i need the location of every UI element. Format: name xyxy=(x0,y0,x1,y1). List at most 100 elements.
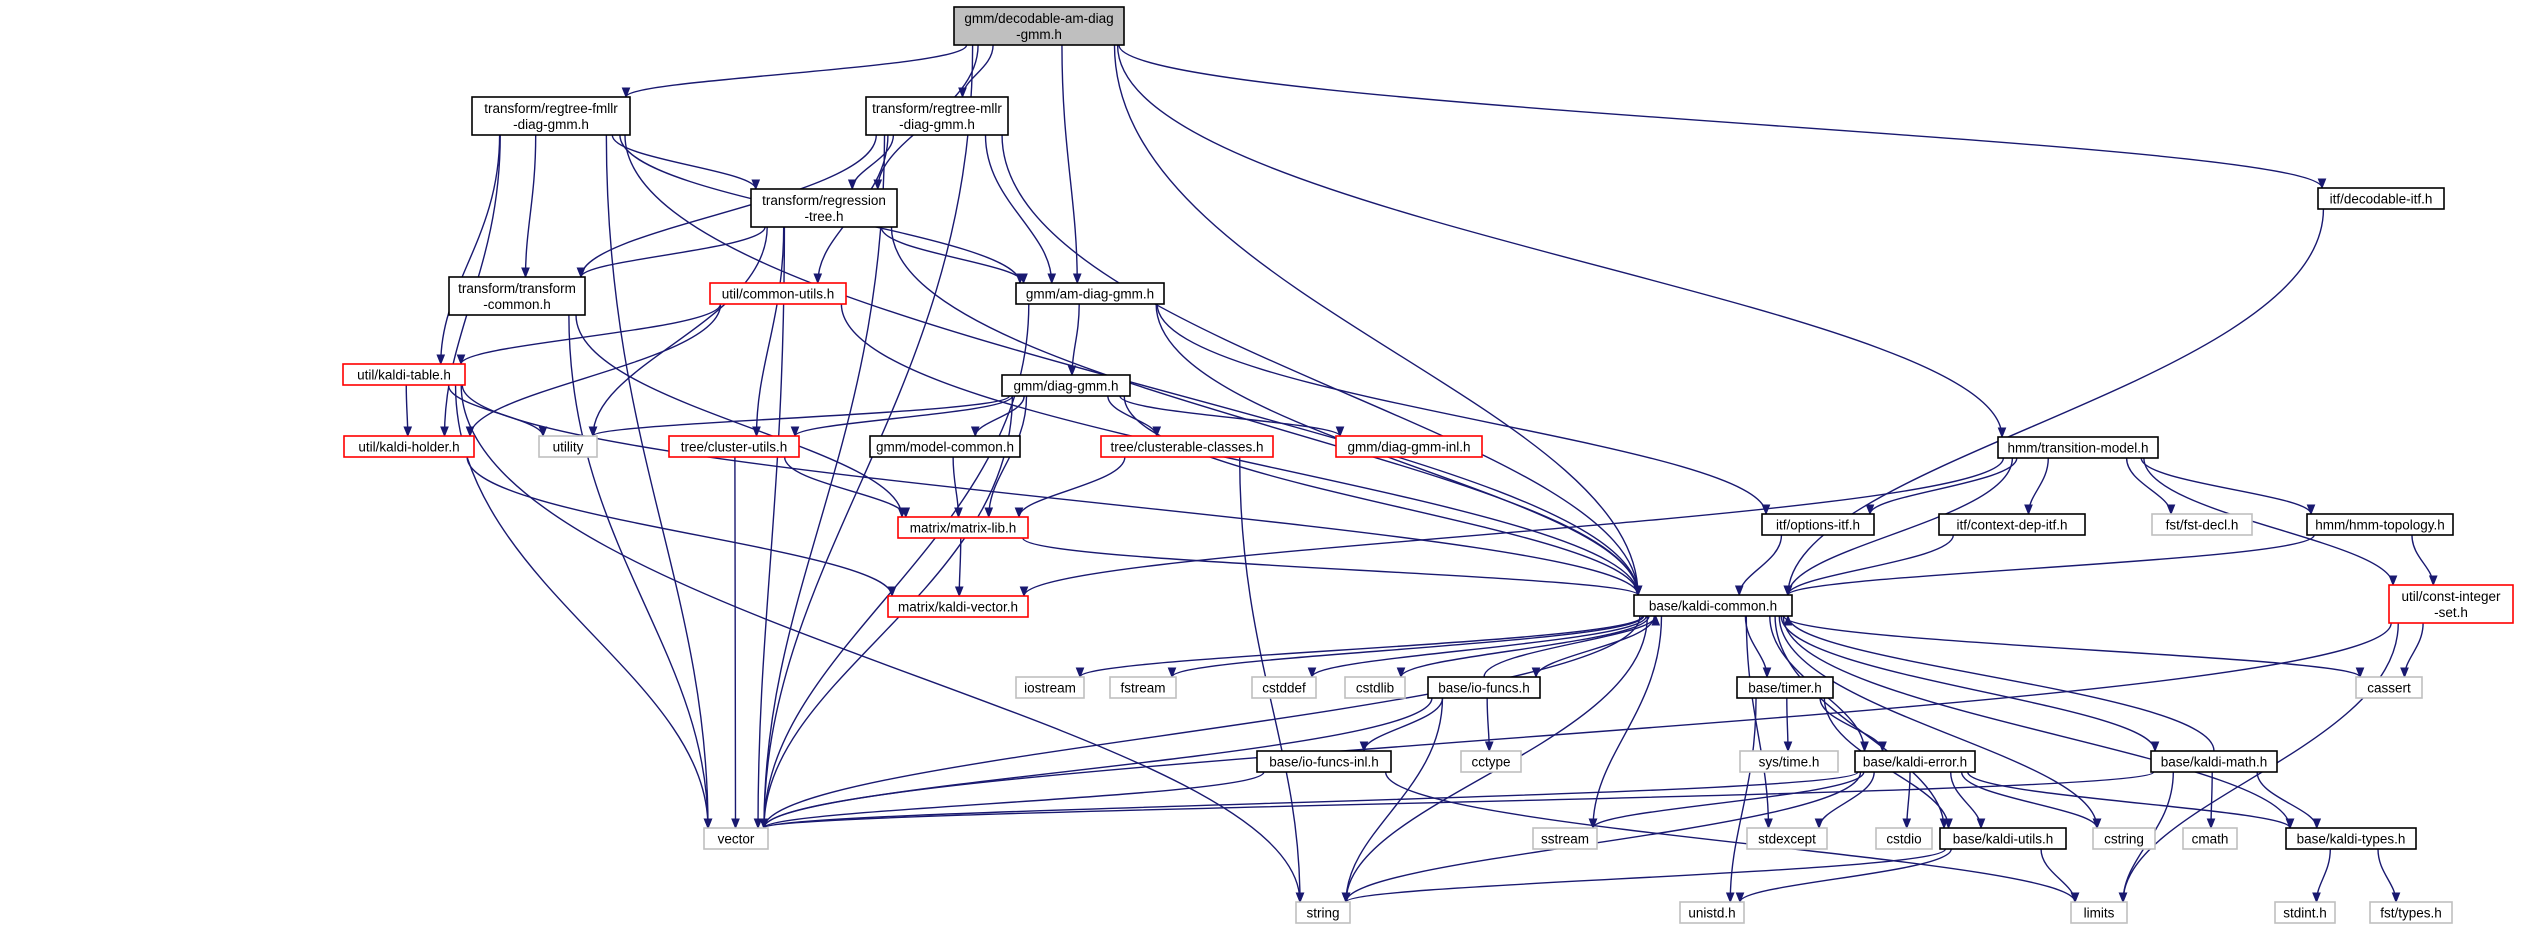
node-box xyxy=(2388,584,2514,624)
edge-kaldicommon-to-cstddef xyxy=(1307,615,1647,679)
node-mllr[interactable]: transform/regtree-mllr-diag-gmm.h xyxy=(865,96,1009,136)
node-box xyxy=(750,188,898,228)
edge-iofuncs-to-cctype xyxy=(1484,697,1494,753)
edge-timer-to-systime xyxy=(1783,697,1793,753)
node-box xyxy=(709,282,847,305)
node-amdiag[interactable]: gmm/am-diag-gmm.h xyxy=(1015,282,1165,305)
node-label: base/timer.h xyxy=(1748,681,1822,696)
node-unistd: unistd.h xyxy=(1679,901,1745,924)
edge-transmodel-to-constint xyxy=(2143,457,2398,587)
node-root[interactable]: gmm/decodable-am-diag-gmm.h xyxy=(953,6,1125,46)
node-iofuncs[interactable]: base/io-funcs.h xyxy=(1427,676,1541,699)
edge-layer xyxy=(403,44,2438,904)
node-cstddef: cstddef xyxy=(1251,676,1317,699)
node-box xyxy=(1015,282,1165,305)
node-limits: limits xyxy=(2070,901,2128,924)
edge-transmodel-to-kaldivector xyxy=(1019,457,2005,598)
edge-iofuncs-to-kaldicommon xyxy=(1483,614,1661,678)
node-kalditable[interactable]: util/kaldi-table.h xyxy=(342,363,466,386)
node-label: tree/clusterable-classes.h xyxy=(1110,440,1263,455)
node-box xyxy=(1739,750,1839,773)
node-label: gmm/diag-gmm-inl.h xyxy=(1347,440,1470,455)
node-decitf[interactable]: itf/decodable-itf.h xyxy=(2317,187,2445,210)
node-kaldierror[interactable]: base/kaldi-error.h xyxy=(1854,750,1976,773)
node-fmllr[interactable]: transform/regtree-fmllr-diag-gmm.h xyxy=(471,96,631,136)
edge-modelcommon-to-matrixlib xyxy=(952,456,963,519)
node-box xyxy=(2150,750,2278,773)
edge-kalditypes-to-fsttypes xyxy=(2377,848,2401,904)
node-box xyxy=(1679,901,1745,924)
node-constint[interactable]: util/const-integer-set.h xyxy=(2388,584,2514,624)
node-label: iostream xyxy=(1024,681,1076,696)
node-box xyxy=(953,6,1125,46)
node-box xyxy=(1761,513,1875,536)
node-label: transform/transform xyxy=(458,281,576,296)
edge-root-to-decitf xyxy=(1118,44,2327,190)
node-clusterutils[interactable]: tree/cluster-utils.h xyxy=(668,435,800,458)
node-transcommon[interactable]: transform/transform-common.h xyxy=(448,276,586,316)
edge-mllr-to-regtree xyxy=(847,134,895,191)
node-hmmtopo[interactable]: hmm/hmm-topology.h xyxy=(2306,513,2454,536)
node-box xyxy=(1109,676,1177,699)
edge-kalditable-to-vector xyxy=(454,384,713,830)
node-kaldicommon[interactable]: base/kaldi-common.h xyxy=(1633,594,1793,617)
node-label: gmm/model-common.h xyxy=(876,440,1014,455)
edge-kaldiutils-to-limits xyxy=(2040,848,2080,904)
node-kaldiholder[interactable]: util/kaldi-holder.h xyxy=(343,435,475,458)
edge-kaldierror-to-cstdio xyxy=(1902,771,1912,830)
node-systime: sys/time.h xyxy=(1739,750,1839,773)
node-kaldiutils[interactable]: base/kaldi-utils.h xyxy=(1939,827,2067,850)
node-label: base/kaldi-utils.h xyxy=(1953,832,2054,847)
edge-iofuncs-to-iofuncsinl xyxy=(1359,697,1444,753)
node-kalditypes[interactable]: base/kaldi-types.h xyxy=(2285,827,2417,850)
node-label: cstdlib xyxy=(1356,681,1394,696)
node-box xyxy=(1427,676,1541,699)
edge-optitf-to-kaldicommon xyxy=(1734,534,1783,597)
node-timer[interactable]: base/timer.h xyxy=(1736,676,1834,699)
node-utility: utility xyxy=(538,435,598,458)
node-kaldimath[interactable]: base/kaldi-math.h xyxy=(2150,750,2278,773)
node-label: fstream xyxy=(1120,681,1165,696)
node-stdexcept: stdexcept xyxy=(1746,827,1828,850)
node-modelcommon[interactable]: gmm/model-common.h xyxy=(869,435,1021,458)
node-label: base/kaldi-common.h xyxy=(1649,599,1777,614)
node-ctxdep[interactable]: itf/context-dep-itf.h xyxy=(1938,513,2086,536)
node-box xyxy=(1344,676,1406,699)
node-label: base/kaldi-math.h xyxy=(2161,755,2268,770)
edge-diaggmm-to-utility xyxy=(588,395,1010,438)
edge-transmodel-to-fstdecl xyxy=(2125,457,2176,516)
node-clusterable[interactable]: tree/clusterable-classes.h xyxy=(1100,435,1274,458)
node-box xyxy=(1251,676,1317,699)
edge-amdiag-to-diaggmm xyxy=(1067,303,1080,377)
node-box xyxy=(2092,827,2156,850)
node-label: gmm/decodable-am-diag xyxy=(964,11,1113,26)
node-label: -gmm.h xyxy=(1016,27,1062,42)
edge-fmllr-to-transcommon xyxy=(521,134,537,279)
node-string: string xyxy=(1295,901,1351,924)
edge-kaldicommon-to-stdexcept xyxy=(1745,615,1773,830)
node-iofuncsinl[interactable]: base/io-funcs-inl.h xyxy=(1256,750,1392,773)
edge-kaldicommon-to-fstream xyxy=(1167,615,1645,679)
edge-clusterable-to-matrixlib xyxy=(1014,456,1126,519)
edge-matrixlib-to-kaldivector xyxy=(954,537,964,598)
node-optitf[interactable]: itf/options-itf.h xyxy=(1761,513,1875,536)
edge-kaldierror-to-kaldiutils xyxy=(1949,771,1986,830)
node-regtree[interactable]: transform/regression-tree.h xyxy=(750,188,898,228)
node-commonutils[interactable]: util/common-utils.h xyxy=(709,282,847,305)
node-box xyxy=(1295,901,1351,924)
node-label: -tree.h xyxy=(804,209,843,224)
node-box xyxy=(1460,750,1522,773)
node-box xyxy=(1335,435,1483,458)
node-kaldivector[interactable]: matrix/kaldi-vector.h xyxy=(887,595,1029,618)
edge-hmmtopo-to-constint xyxy=(2411,534,2438,587)
node-label: cctype xyxy=(1471,755,1510,770)
node-matrixlib[interactable]: matrix/matrix-lib.h xyxy=(897,516,1029,539)
node-label: -set.h xyxy=(2434,605,2468,620)
node-cctype: cctype xyxy=(1460,750,1522,773)
node-diaggmm[interactable]: gmm/diag-gmm.h xyxy=(1001,374,1131,397)
node-transmodel[interactable]: hmm/transition-model.h xyxy=(1997,436,2159,459)
node-box xyxy=(1532,827,1598,850)
node-diaggmminl[interactable]: gmm/diag-gmm-inl.h xyxy=(1335,435,1483,458)
node-label: unistd.h xyxy=(1688,906,1735,921)
node-label: transform/regtree-mllr xyxy=(872,101,1002,116)
